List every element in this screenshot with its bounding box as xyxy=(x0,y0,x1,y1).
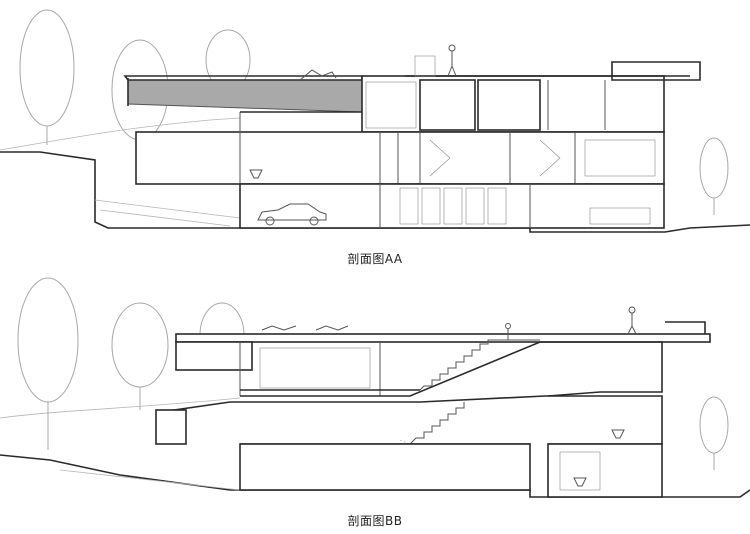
stair-upper xyxy=(419,339,540,391)
tree-icon xyxy=(699,396,729,470)
car-icon xyxy=(257,203,327,226)
toilet-icon xyxy=(249,169,263,179)
lower-floor-slab xyxy=(155,395,663,445)
middle-floor xyxy=(135,131,665,185)
terrain-line xyxy=(0,117,241,151)
tree-icon xyxy=(699,137,729,215)
tree-icon xyxy=(111,302,169,410)
stair-lower xyxy=(409,402,465,445)
roof-terrace xyxy=(127,79,363,113)
toilet-icon xyxy=(573,477,587,487)
caption-section-bb: 剖面图BB xyxy=(347,514,403,528)
lounger-icon xyxy=(315,325,349,331)
upper-floor-block xyxy=(175,341,253,371)
lounger-icon xyxy=(261,325,297,331)
section-bb-drawing xyxy=(0,277,750,498)
caption-section-aa: 剖面图AA xyxy=(347,252,403,266)
person-icon xyxy=(447,44,457,77)
garage-level xyxy=(239,183,665,229)
person-icon xyxy=(505,323,511,340)
section-aa-drawing xyxy=(0,9,750,233)
toilet-icon xyxy=(611,429,625,439)
tree-icon xyxy=(19,9,75,145)
lowest-level xyxy=(239,443,531,491)
roof-slab xyxy=(175,333,711,343)
middle-floor-slab xyxy=(240,341,663,397)
lounger-icon xyxy=(299,69,337,81)
tree-icon xyxy=(17,277,79,450)
person-icon xyxy=(627,306,637,335)
